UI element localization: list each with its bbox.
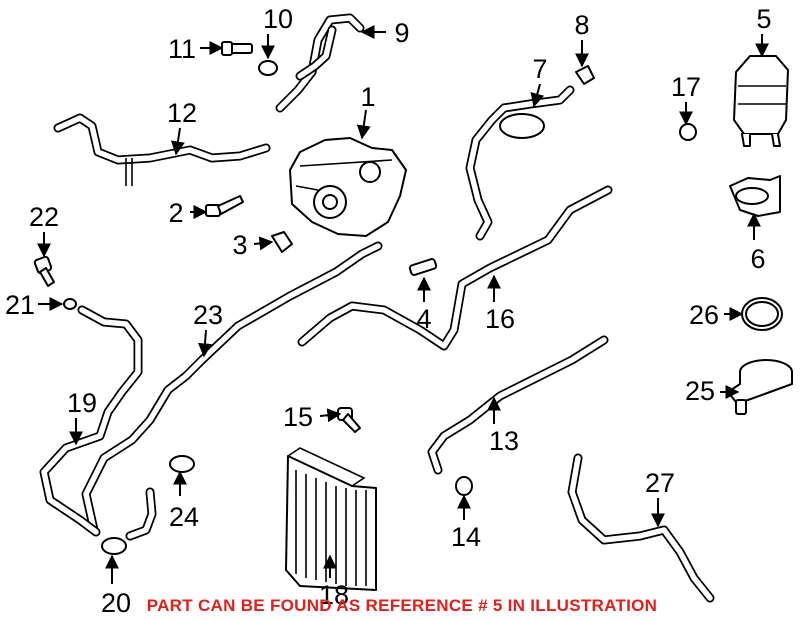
part-19-hose xyxy=(39,305,157,541)
part-18-cooler xyxy=(285,447,377,591)
part-24-clamp xyxy=(169,455,195,473)
part-6-bracket xyxy=(729,175,781,217)
callout-5: 5 xyxy=(756,4,771,34)
callout-17: 17 xyxy=(671,72,701,102)
callout-23: 23 xyxy=(193,300,223,330)
part-16-line xyxy=(297,185,613,351)
reference-note: PART CAN BE FOUND AS REFERENCE # 5 IN IL… xyxy=(147,596,658,615)
part-10-o-ring xyxy=(258,60,278,76)
part-23-line xyxy=(81,241,383,535)
part-27-hose xyxy=(567,453,715,603)
part-8-clamp xyxy=(575,65,595,85)
callout-2: 2 xyxy=(168,198,183,228)
part-11-bolt xyxy=(221,41,253,56)
part-14-cap xyxy=(455,476,473,496)
callout-8: 8 xyxy=(574,10,589,40)
part-20-clamp xyxy=(101,537,127,555)
part-21-o-ring xyxy=(63,298,77,310)
callout-14: 14 xyxy=(451,522,481,552)
part-12-line xyxy=(53,113,271,186)
part-25-holder xyxy=(727,359,793,415)
callout-13: 13 xyxy=(489,426,519,456)
part-26-seal xyxy=(741,297,783,331)
callout-21: 21 xyxy=(5,290,35,320)
part-22-fitting xyxy=(33,255,55,287)
part-4-sensor xyxy=(408,258,438,276)
callout-10: 10 xyxy=(263,4,293,34)
part-5-reservoir xyxy=(733,55,789,147)
callout-22: 22 xyxy=(29,202,59,232)
callout-24: 24 xyxy=(169,502,199,532)
callout-15: 15 xyxy=(283,402,313,432)
part-9-hose xyxy=(275,13,365,113)
callout-3: 3 xyxy=(232,230,247,260)
callout-4: 4 xyxy=(416,304,431,334)
callout-12: 12 xyxy=(167,98,197,128)
part-15-bolt xyxy=(337,407,361,433)
part-13-line xyxy=(427,335,609,475)
callout-20: 20 xyxy=(101,588,131,618)
callout-9: 9 xyxy=(394,18,409,48)
callout-27: 27 xyxy=(645,468,675,498)
callout-26: 26 xyxy=(689,300,719,330)
callout-18: 18 xyxy=(319,580,349,610)
callout-6: 6 xyxy=(750,244,765,274)
callout-1: 1 xyxy=(360,82,375,112)
callout-leaders xyxy=(37,25,769,584)
part-1-pump xyxy=(289,137,407,237)
callout-19: 19 xyxy=(67,388,97,418)
callout-labels: 1 2 3 4 5 6 7 8 9 10 11 12 13 14 15 16 1… xyxy=(5,4,772,618)
callout-25: 25 xyxy=(685,376,715,406)
part-2-bolt xyxy=(205,195,244,217)
part-3-clip xyxy=(271,231,293,253)
part-17-clamp xyxy=(679,123,697,141)
callout-7: 7 xyxy=(532,54,547,84)
callout-16: 16 xyxy=(485,304,515,334)
part-7-hose xyxy=(465,85,575,241)
callout-11: 11 xyxy=(168,34,196,64)
